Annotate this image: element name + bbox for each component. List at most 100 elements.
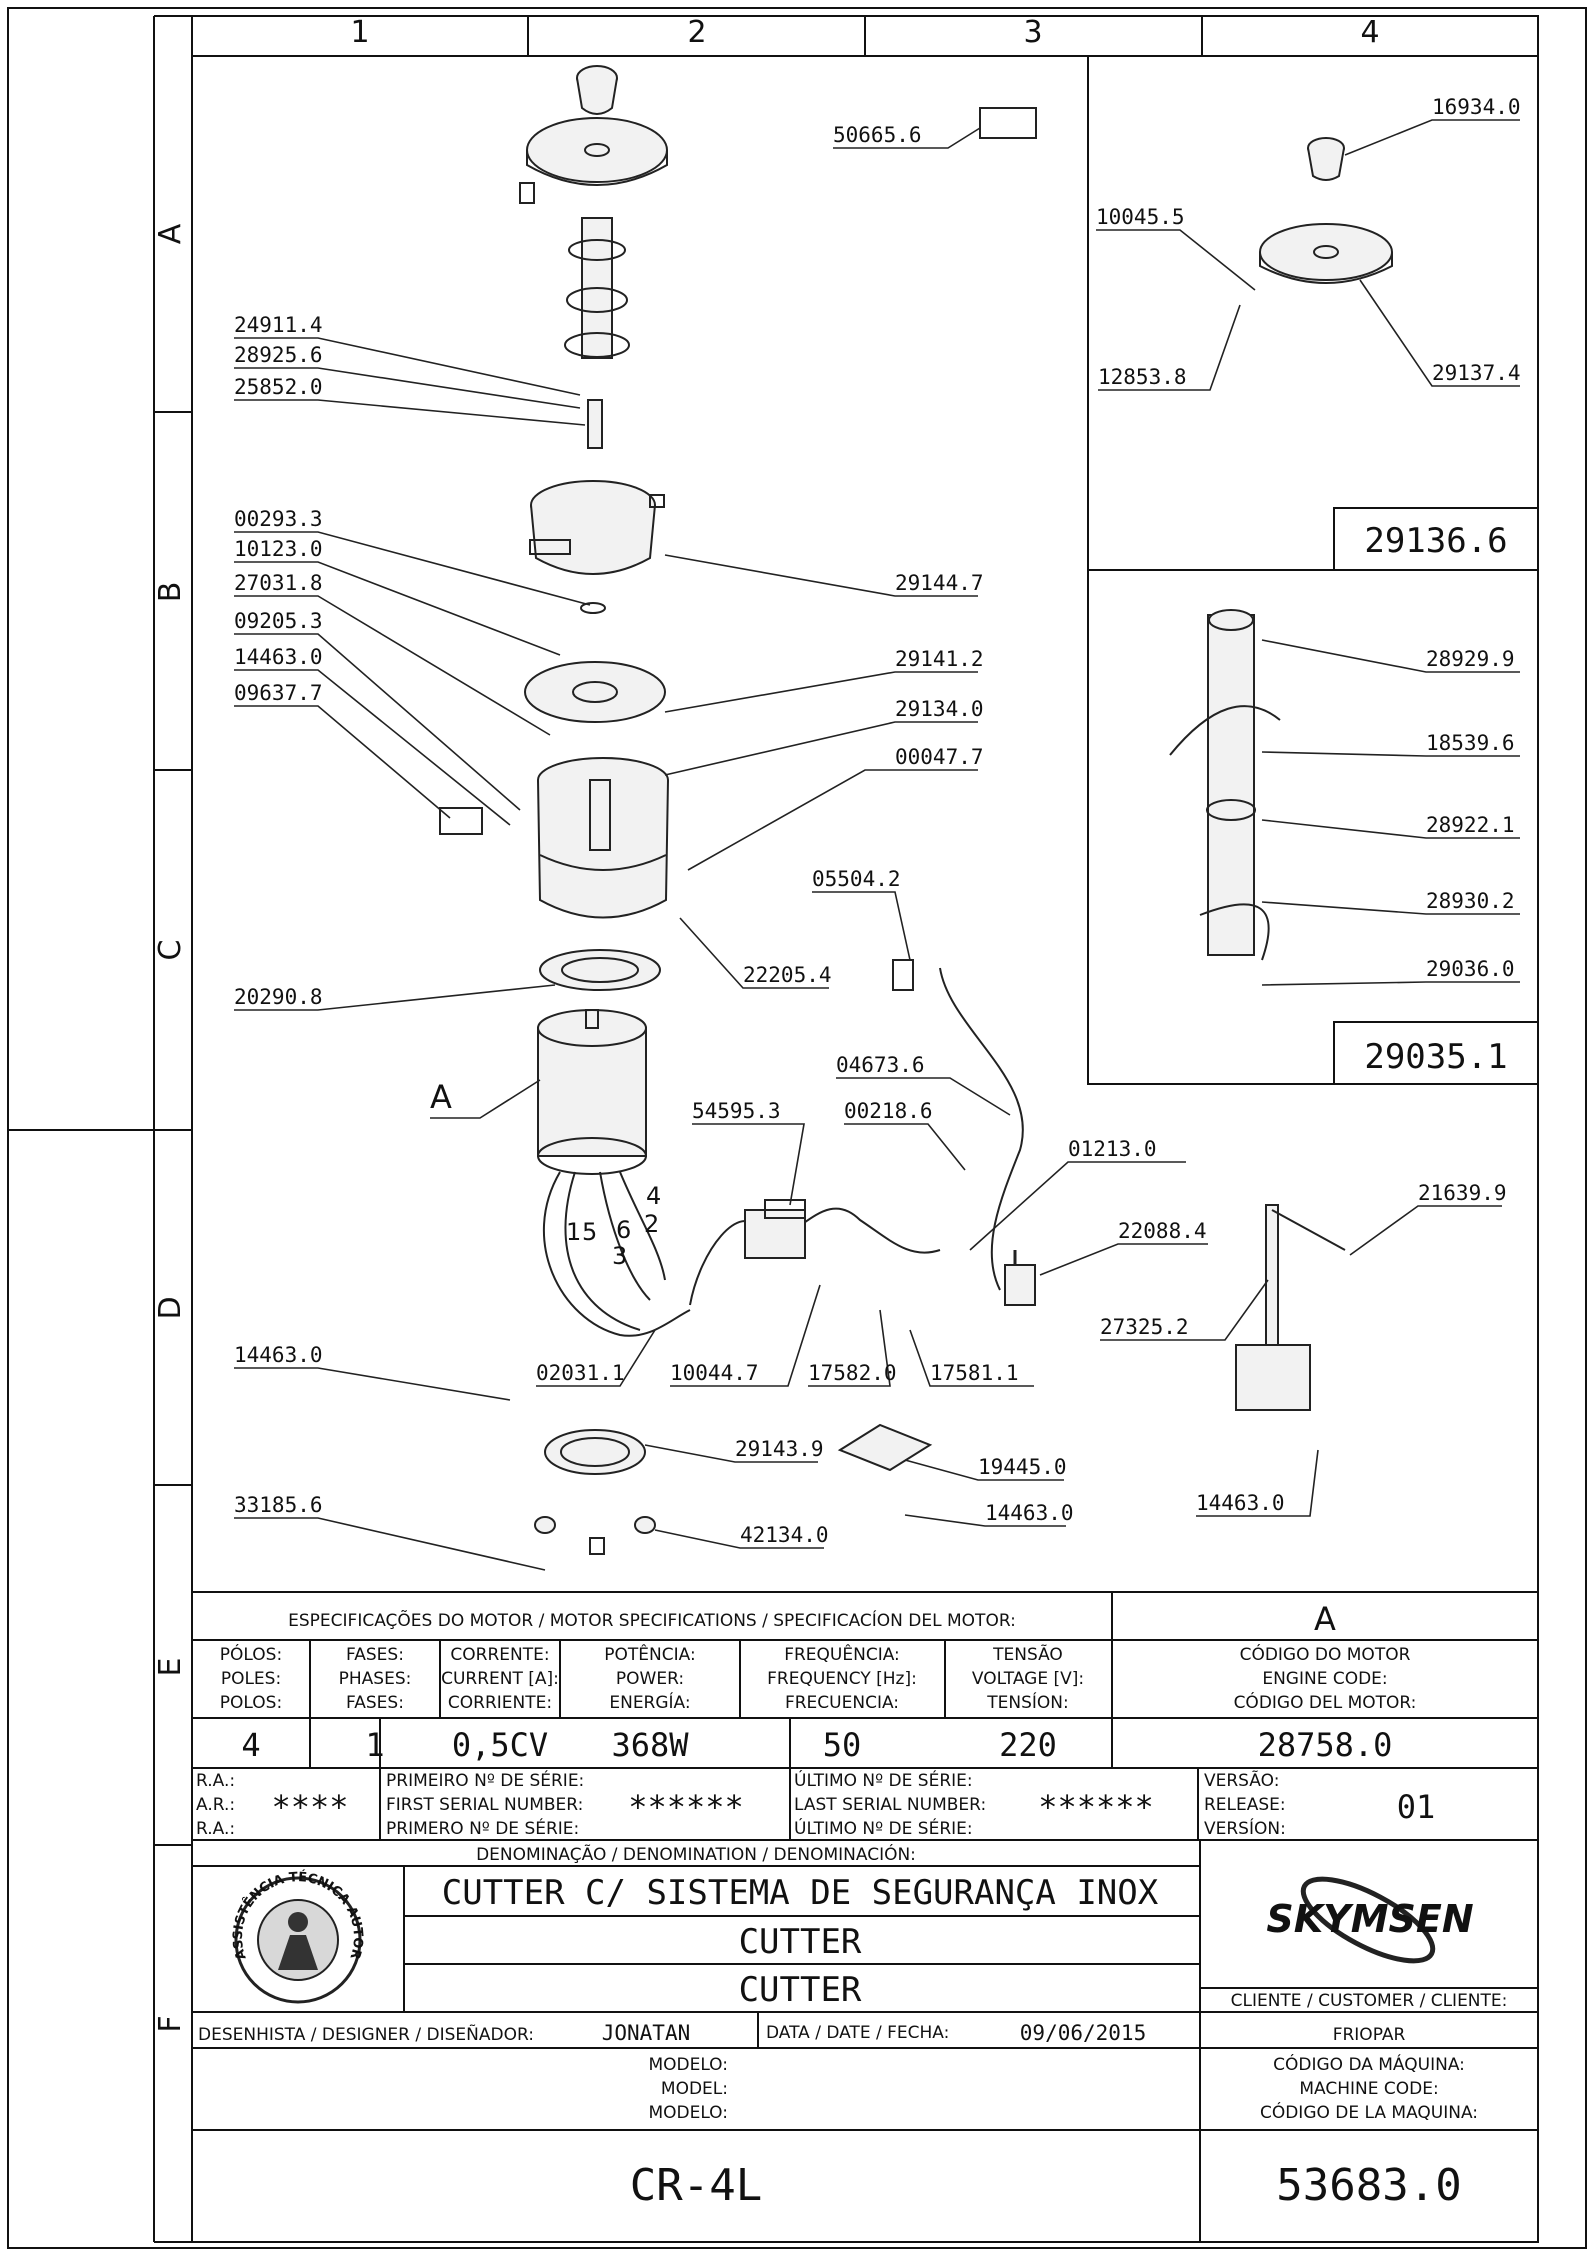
svg-text:POTÊNCIA:: POTÊNCIA: (604, 1643, 695, 1665)
svg-text:POWER:: POWER: (616, 1669, 684, 1689)
grid-plate-drawing (534, 1429, 656, 1555)
label-14463-0-d: 14463.0 (1196, 1491, 1285, 1515)
label-14463-0-b: 14463.0 (234, 1343, 323, 1367)
svg-text:CÓDIGO DA MÁQUINA:: CÓDIGO DA MÁQUINA: (1273, 2053, 1465, 2075)
svg-text:PÓLOS:: PÓLOS: (220, 1643, 282, 1665)
motor-callout-a: A (430, 1078, 452, 1116)
svg-text:TENSÍON:: TENSÍON: (986, 1691, 1068, 1713)
label-00047-7: 00047.7 (895, 745, 984, 769)
value-phases: 1 (365, 1726, 384, 1764)
serial-row: R.A.: A.R.: R.A.: **** PRIMEIRO Nº DE SÉ… (196, 1769, 1435, 1839)
model-value: CR-4L (630, 2160, 762, 2211)
label-22088-4: 22088.4 (1118, 1219, 1207, 1243)
machine-name-en: CUTTER (739, 1922, 862, 1962)
grid-col-2: 2 (687, 15, 706, 50)
wire-2: 2 (644, 1210, 659, 1238)
cabinet-drawing (439, 757, 669, 919)
svg-text:SKYMSEN: SKYMSEN (1266, 1897, 1473, 1941)
label-04673-6: 04673.6 (836, 1053, 925, 1077)
label-29036-0: 29036.0 (1426, 957, 1515, 981)
label-29141-2: 29141.2 (895, 647, 984, 671)
label-27031-8: 27031.8 (234, 571, 323, 595)
value-voltage: 220 (999, 1726, 1057, 1764)
customer-label: CLIENTE / CUSTOMER / CLIENTE: (1231, 1991, 1508, 2011)
label-10123-0: 10123.0 (234, 537, 323, 561)
label-17582-0: 17582.0 (808, 1361, 897, 1385)
designer-value: JONATAN (602, 2021, 691, 2045)
svg-text:VERSÍON:: VERSÍON: (1204, 1817, 1286, 1839)
assembly-code-1: 29136.6 (1364, 521, 1507, 561)
label-28930-2: 28930.2 (1426, 889, 1515, 913)
gasket-drawing (539, 949, 661, 991)
svg-text:R.A.:: R.A.: (196, 1771, 235, 1791)
motor-drawing (537, 1009, 647, 1175)
svg-text:MODELO:: MODELO: (648, 2055, 728, 2075)
svg-text:FASES:: FASES: (346, 1645, 404, 1665)
svg-text:POLOS:: POLOS: (220, 1693, 282, 1713)
grid-row-c: C (153, 940, 188, 961)
svg-text:ENERGÍA:: ENERGÍA: (609, 1691, 690, 1713)
first-serial-value: ****** (628, 1788, 744, 1826)
label-25852-0: 25852.0 (234, 375, 323, 399)
label-17581-1: 17581.1 (930, 1361, 1019, 1385)
svg-text:PHASES:: PHASES: (339, 1669, 412, 1689)
label-50665-6: 50665.6 (833, 123, 922, 147)
label-00218-6: 00218.6 (844, 1099, 933, 1123)
cable-drawing (892, 959, 1024, 1291)
shaft-drawing (564, 217, 630, 449)
label-16934-0: 16934.0 (1432, 95, 1521, 119)
svg-text:VERSÃO:: VERSÃO: (1204, 1769, 1279, 1791)
ra-value: **** (271, 1788, 348, 1826)
grid-row-d: D (153, 1296, 188, 1319)
value-frequency: 50 (823, 1726, 862, 1764)
last-serial-value: ****** (1038, 1788, 1154, 1826)
svg-text:CORRENTE:: CORRENTE: (450, 1645, 549, 1665)
svg-text:FIRST SERIAL NUMBER:: FIRST SERIAL NUMBER: (386, 1795, 583, 1815)
grid-row-a: A (153, 223, 188, 244)
inset-lid-assembly (1087, 55, 1539, 571)
machine-code-value: 53683.0 (1276, 2160, 1461, 2211)
svg-text:FREQUÊNCIA:: FREQUÊNCIA: (784, 1643, 900, 1665)
spec-motor-ref: A (1314, 1600, 1336, 1638)
label-42134-0: 42134.0 (740, 1523, 829, 1547)
date-value: 09/06/2015 (1020, 2021, 1146, 2045)
svg-text:RELEASE:: RELEASE: (1204, 1795, 1286, 1815)
inset-shaft-drawing (1169, 609, 1281, 961)
machine-name-pt: CUTTER C/ SISTEMA DE SEGURANÇA INOX (442, 1873, 1159, 1913)
label-10045-5: 10045.5 (1096, 205, 1185, 229)
label-29144-7: 29144.7 (895, 571, 984, 595)
label-22205-4: 22205.4 (743, 963, 832, 987)
label-54595-3: 54595.3 (692, 1099, 781, 1123)
customer-value: FRIOPAR (1333, 2025, 1406, 2045)
svg-text:POLES:: POLES: (221, 1669, 281, 1689)
spec-column-power: POTÊNCIA: POWER: ENERGÍA: 368W (604, 1643, 695, 1764)
spec-column-phases: FASES: PHASES: FASES: 1 (339, 1645, 412, 1764)
svg-text:PRIMEIRO Nº DE SÉRIE:: PRIMEIRO Nº DE SÉRIE: (386, 1769, 584, 1791)
wire-1: 1 (566, 1218, 581, 1246)
label-14463-0-c: 14463.0 (985, 1501, 1074, 1525)
spec-column-poles: PÓLOS: POLES: POLOS: 4 (220, 1643, 282, 1764)
bowl-drawing (529, 480, 665, 614)
label-28929-9: 28929.9 (1426, 647, 1515, 671)
label-00293-3: 00293.3 (234, 507, 323, 531)
label-14463-0-a: 14463.0 (234, 645, 323, 669)
machine-name-es: CUTTER (739, 1970, 862, 2010)
label-12853-8: 12853.8 (1098, 365, 1187, 389)
plate-drawing (524, 661, 666, 723)
version-value: 01 (1397, 1788, 1436, 1826)
wire-6: 6 (616, 1216, 631, 1244)
label-02031-1: 02031.1 (536, 1361, 625, 1385)
designer-label: DESENHISTA / DESIGNER / DISEÑADOR: (198, 2023, 534, 2045)
wire-4: 4 (646, 1182, 661, 1210)
svg-text:FREQUENCY [Hz]:: FREQUENCY [Hz]: (767, 1669, 917, 1689)
inset-shaft-assembly (1087, 569, 1539, 1085)
svg-text:FASES:: FASES: (346, 1693, 404, 1713)
svg-text:ÚLTIMO Nº DE SÉRIE:: ÚLTIMO Nº DE SÉRIE: (794, 1769, 973, 1791)
grid-col-3: 3 (1023, 15, 1042, 50)
svg-text:ÚLTIMO Nº DE SÉRIE:: ÚLTIMO Nº DE SÉRIE: (794, 1817, 973, 1839)
svg-text:VOLTAGE [V]:: VOLTAGE [V]: (972, 1669, 1084, 1689)
switch-drawing (1004, 1250, 1036, 1306)
lid-assembly-drawing (519, 65, 668, 204)
value-current: 0,5CV (452, 1726, 548, 1764)
